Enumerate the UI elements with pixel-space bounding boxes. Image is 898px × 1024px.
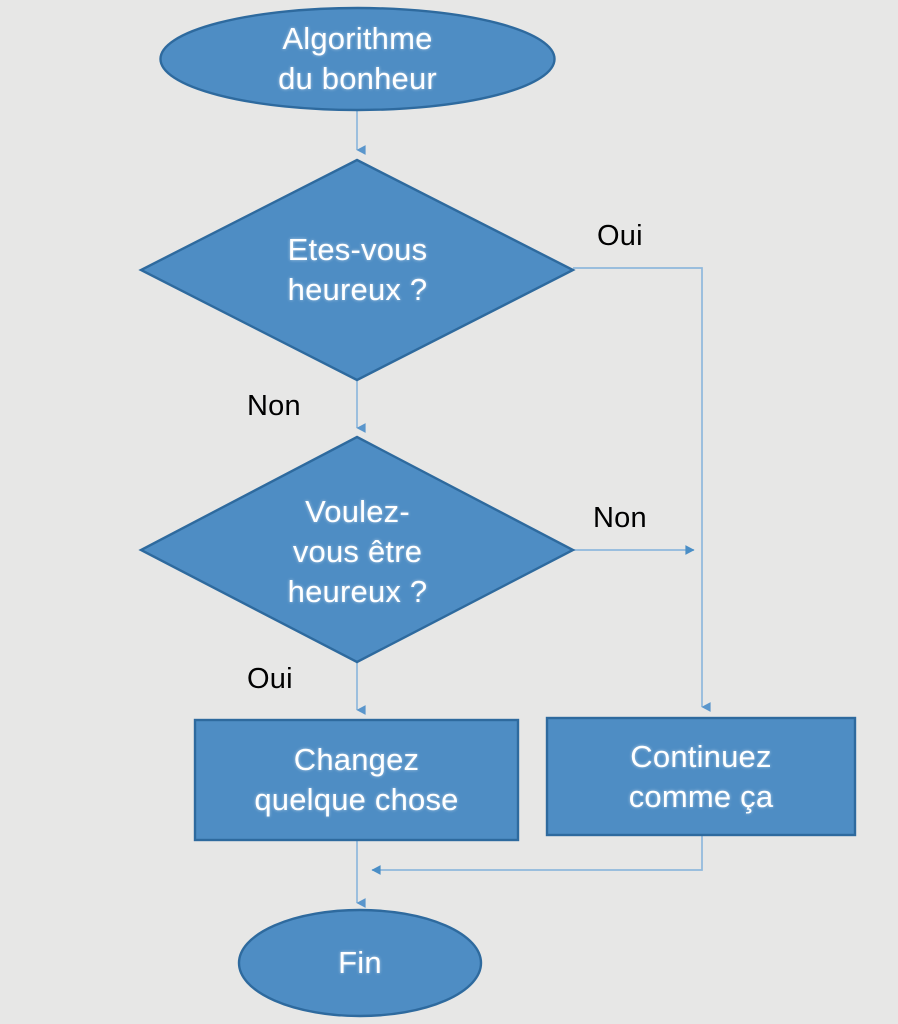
edge-label-want-no: Non	[593, 502, 647, 534]
connector-happy-yes-to-continue	[573, 267, 711, 712]
edge-label-want-yes: Oui	[247, 663, 293, 695]
node-decision-want-happy-shape[interactable]	[138, 435, 576, 664]
edge-label-happy-no: Non	[247, 390, 301, 422]
node-start-shape[interactable]	[159, 6, 556, 112]
edge-label-happy-yes: Oui	[597, 220, 643, 252]
node-process-change-shape[interactable]	[193, 718, 520, 842]
connector-continue-to-end	[371, 836, 703, 875]
node-process-continue-shape[interactable]	[545, 716, 857, 837]
node-end-shape[interactable]	[237, 908, 483, 1018]
node-decision-happy-shape[interactable]	[138, 158, 576, 382]
